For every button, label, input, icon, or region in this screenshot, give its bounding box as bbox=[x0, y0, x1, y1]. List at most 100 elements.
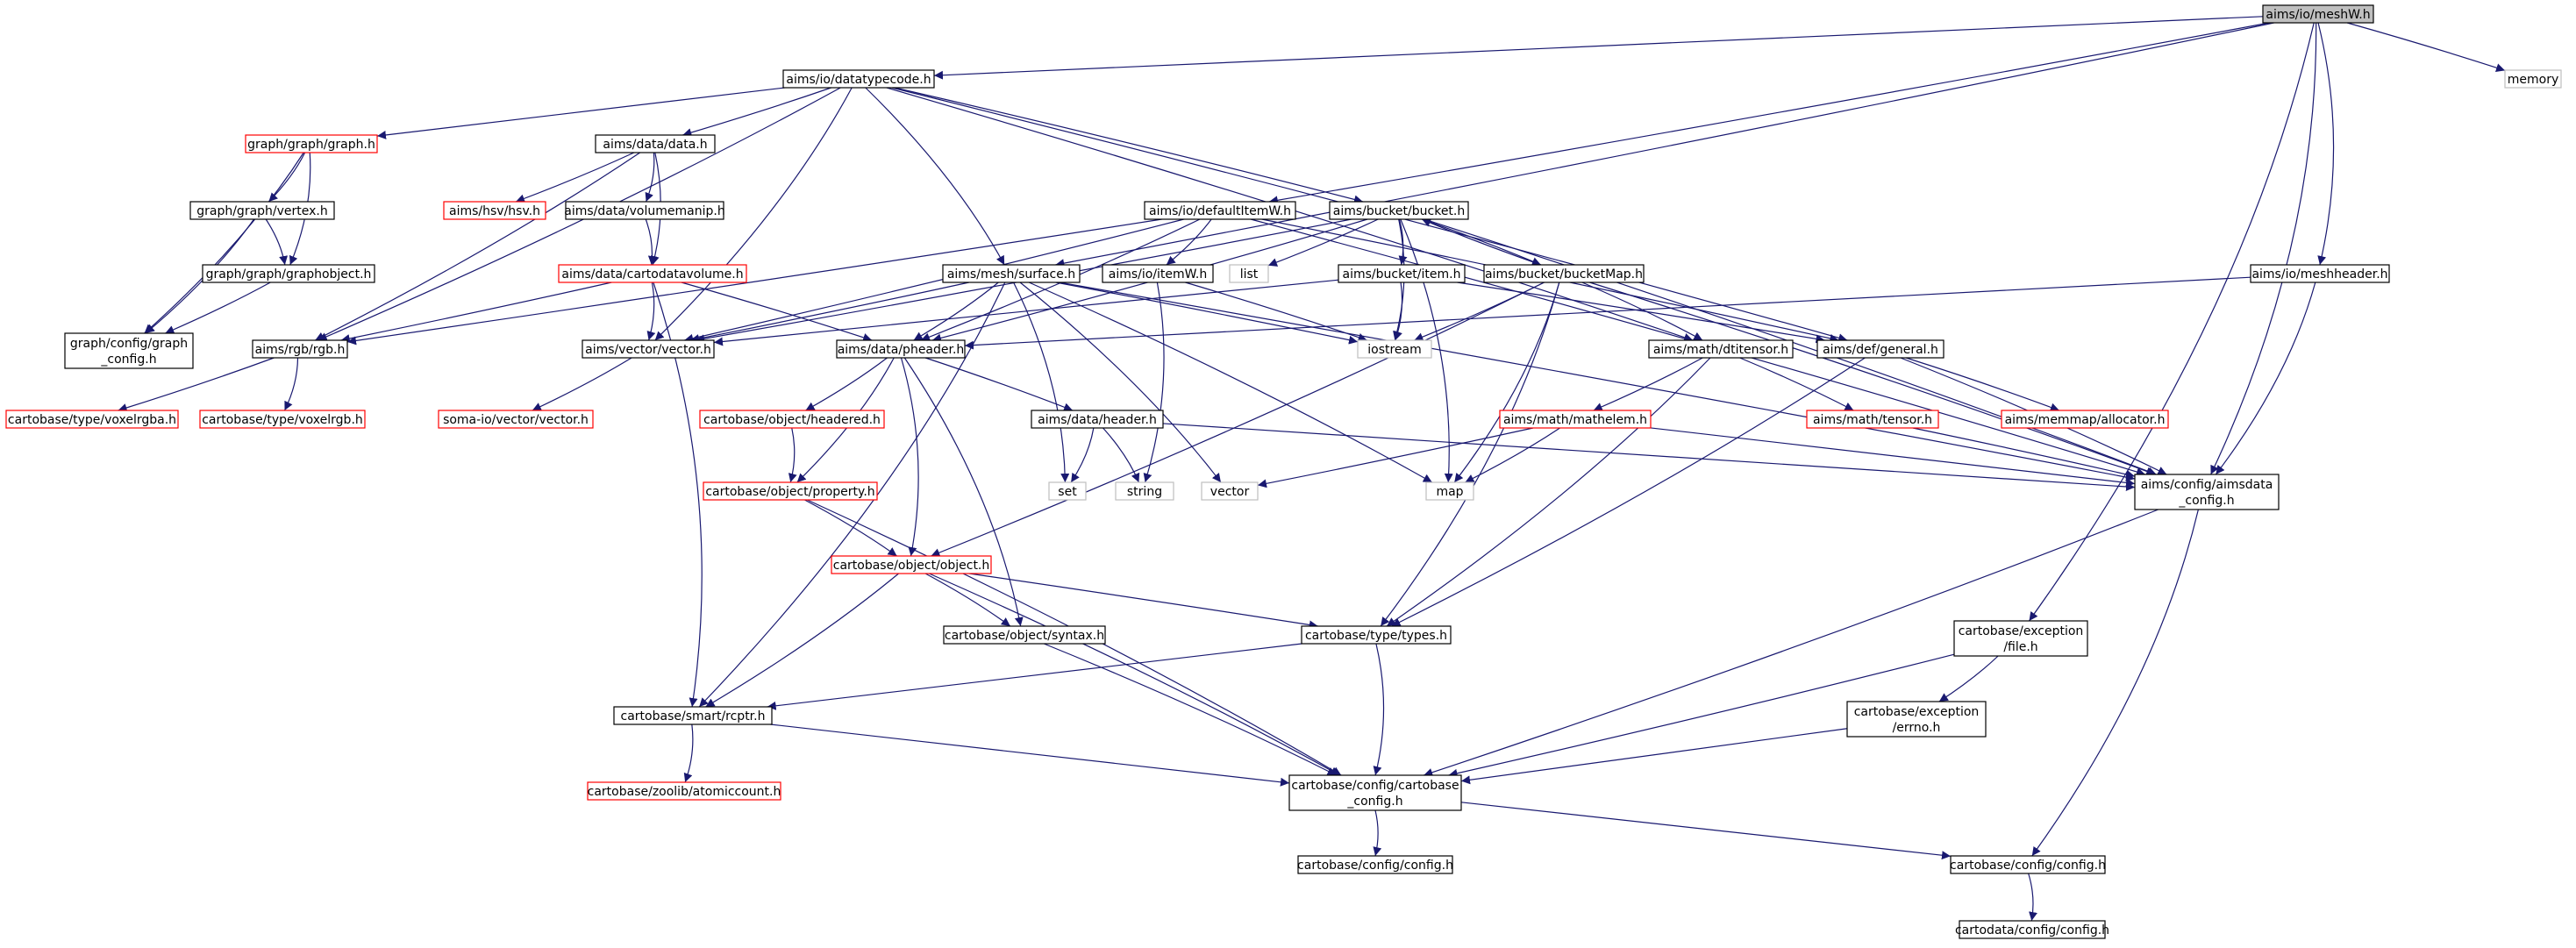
node-label: aims/bucket/bucketMap.h bbox=[1485, 267, 1643, 282]
node-meshheader[interactable]: aims/io/meshheader.h bbox=[2250, 264, 2390, 283]
edge-surface-to-pheader bbox=[913, 282, 999, 341]
edge-itemW-to-string bbox=[1143, 282, 1165, 483]
node-defaultItemW[interactable]: aims/io/defaultItemW.h bbox=[1144, 201, 1296, 220]
edge-general-to-allocator bbox=[1905, 357, 2060, 412]
node-voxelrgba[interactable]: cartobase/type/voxelrgba.h bbox=[5, 410, 179, 429]
node-box bbox=[64, 332, 194, 369]
node-tensor[interactable]: aims/math/tensor.h bbox=[1806, 410, 1939, 429]
node-label: aims/bucket/bucket.h bbox=[1333, 204, 1466, 218]
node-cbconfig2[interactable]: cartobase/config/config.h bbox=[1950, 855, 2106, 874]
edge-itemW-to-iostream bbox=[1185, 282, 1367, 342]
node-label: memory bbox=[2508, 73, 2559, 87]
node-atomiccount[interactable]: cartobase/zoolib/atomiccount.h bbox=[587, 781, 781, 801]
node-syntax[interactable]: cartobase/object/syntax.h bbox=[943, 625, 1106, 645]
node-bucket[interactable]: aims/bucket/bucket.h bbox=[1329, 201, 1469, 220]
edge-types-to-cartobaseconfig bbox=[1373, 643, 1385, 776]
edge-surface-to-map bbox=[1028, 282, 1433, 483]
edge-datatypecode-to-graph bbox=[376, 87, 785, 139]
node-itemW[interactable]: aims/io/itemW.h bbox=[1102, 264, 1214, 283]
node-cartodatavolume[interactable]: aims/data/cartodatavolume.h bbox=[558, 264, 747, 283]
node-dtitensor[interactable]: aims/math/dtitensor.h bbox=[1648, 339, 1794, 359]
edge-tensor-to-aimsdata bbox=[1912, 427, 2136, 479]
node-box bbox=[1846, 701, 1987, 738]
node-general[interactable]: aims/def/general.h bbox=[1816, 339, 1944, 359]
node-box bbox=[1329, 201, 1469, 220]
edge-header-to-aimsdata bbox=[1162, 423, 2136, 491]
node-rgb[interactable]: aims/rgb/rgb.h bbox=[252, 339, 348, 359]
node-box bbox=[703, 481, 878, 501]
edge-pheader-to-syntax bbox=[903, 357, 1024, 627]
node-exfile[interactable]: cartobase/exception/file.h bbox=[1953, 620, 2088, 657]
node-meshW[interactable]: aims/io/meshW.h bbox=[2262, 4, 2374, 24]
node-label: graph/graph/graph.h bbox=[247, 138, 375, 152]
edge-cartodatavolume-to-pheader bbox=[681, 282, 873, 342]
edge-exfile-to-errno bbox=[1938, 655, 1999, 702]
edge-graphobject-to-graphconfig bbox=[165, 282, 271, 334]
node-box bbox=[782, 69, 935, 89]
node-volumemanip[interactable]: aims/data/volumemanip.h bbox=[564, 201, 725, 220]
node-pheader[interactable]: aims/data/pheader.h bbox=[836, 339, 966, 359]
node-types[interactable]: cartobase/type/types.h bbox=[1301, 625, 1452, 645]
node-data[interactable]: aims/data/data.h bbox=[595, 134, 716, 153]
node-label: aims/math/mathelem.h bbox=[1503, 413, 1647, 427]
node-datatypecode[interactable]: aims/io/datatypecode.h bbox=[782, 69, 935, 89]
edge-bucket-to-map bbox=[1400, 218, 1453, 483]
node-label: cartobase/exception bbox=[1959, 624, 2084, 638]
edge-bucket-to-aimsdata bbox=[1424, 218, 2157, 476]
node-rcptr[interactable]: cartobase/smart/rcptr.h bbox=[613, 706, 773, 725]
node-mathelem[interactable]: aims/math/mathelem.h bbox=[1499, 410, 1652, 429]
node-box bbox=[1483, 264, 1645, 283]
node-surface[interactable]: aims/mesh/surface.h bbox=[942, 264, 1081, 283]
node-object[interactable]: cartobase/object/object.h bbox=[831, 555, 992, 574]
node-box bbox=[587, 781, 781, 801]
node-cdconfig[interactable]: cartodata/config/config.h bbox=[1955, 920, 2109, 939]
node-label: graph/config/graph bbox=[70, 337, 188, 351]
node-box bbox=[2250, 264, 2390, 283]
edge-aimsdata-to-cbconfig2 bbox=[2031, 509, 2199, 857]
node-cartobaseconfig[interactable]: cartobase/config/cartobase_config.h bbox=[1288, 774, 1462, 811]
edge-header-to-set bbox=[1070, 427, 1095, 483]
node-label: cartobase/object/property.h bbox=[705, 485, 874, 499]
node-graph[interactable]: graph/graph/graph.h bbox=[245, 134, 378, 153]
node-bucketMap[interactable]: aims/bucket/bucketMap.h bbox=[1483, 264, 1645, 283]
edge-object-to-rcptr bbox=[705, 573, 899, 708]
node-errno[interactable]: cartobase/exception/errno.h bbox=[1846, 701, 1987, 738]
node-box bbox=[252, 339, 348, 359]
node-vertex[interactable]: graph/graph/vertex.h bbox=[189, 201, 335, 220]
node-stdvector: vector bbox=[1201, 481, 1259, 501]
edge-cartodatavolume-to-rgb bbox=[340, 282, 612, 343]
node-allocator[interactable]: aims/memmap/allocator.h bbox=[2001, 410, 2169, 429]
node-label: aims/data/data.h bbox=[603, 138, 707, 152]
edge-surface-to-set bbox=[1013, 282, 1070, 483]
node-header[interactable]: aims/data/header.h bbox=[1031, 410, 1164, 429]
edge-bucketMap-to-iostream bbox=[1414, 282, 1545, 341]
node-graphobject[interactable]: graph/graph/graphobject.h bbox=[202, 264, 375, 283]
node-hsv[interactable]: aims/hsv/hsv.h bbox=[443, 201, 546, 220]
edge-meshW-to-surface bbox=[1055, 22, 2274, 268]
node-headered[interactable]: cartobase/object/headered.h bbox=[699, 410, 885, 429]
node-label: cartobase/object/object.h bbox=[833, 559, 990, 573]
node-bucketitem[interactable]: aims/bucket/item.h bbox=[1338, 264, 1466, 283]
edge-meshW-to-defaultItemW bbox=[1268, 22, 2270, 205]
node-graphconfig[interactable]: graph/config/graph_config.h bbox=[64, 332, 194, 369]
node-aimsdata[interactable]: aims/config/aimsdata_config.h bbox=[2134, 474, 2280, 510]
node-vector[interactable]: aims/vector/vector.h bbox=[582, 339, 715, 359]
edge-dtitensor-to-tensor bbox=[1739, 357, 1854, 411]
node-box bbox=[942, 264, 1081, 283]
node-box bbox=[582, 339, 715, 359]
node-label: soma-io/vector/vector.h bbox=[443, 413, 589, 427]
node-voxelrgb[interactable]: cartobase/type/voxelrgb.h bbox=[199, 410, 366, 429]
node-label: cartobase/exception bbox=[1854, 705, 1980, 719]
node-box bbox=[699, 410, 885, 429]
node-property[interactable]: cartobase/object/property.h bbox=[703, 481, 878, 501]
node-label: aims/data/volumemanip.h bbox=[564, 204, 724, 218]
edge-exfile-to-cartobaseconfig bbox=[1448, 653, 1955, 778]
edge-mathelem-to-stdvector bbox=[1257, 427, 1534, 488]
node-label: aims/io/datatypecode.h bbox=[786, 73, 931, 87]
nodes-layer: aims/io/meshW.h aims/io/datatypecode.h mem… bbox=[5, 4, 2562, 939]
node-box bbox=[595, 134, 716, 153]
edge-defaultItemW-to-vector bbox=[684, 218, 1184, 343]
node-somavector[interactable]: soma-io/vector/vector.h bbox=[438, 410, 594, 429]
node-cbconfig[interactable]: cartobase/config/config.h bbox=[1297, 855, 1453, 874]
